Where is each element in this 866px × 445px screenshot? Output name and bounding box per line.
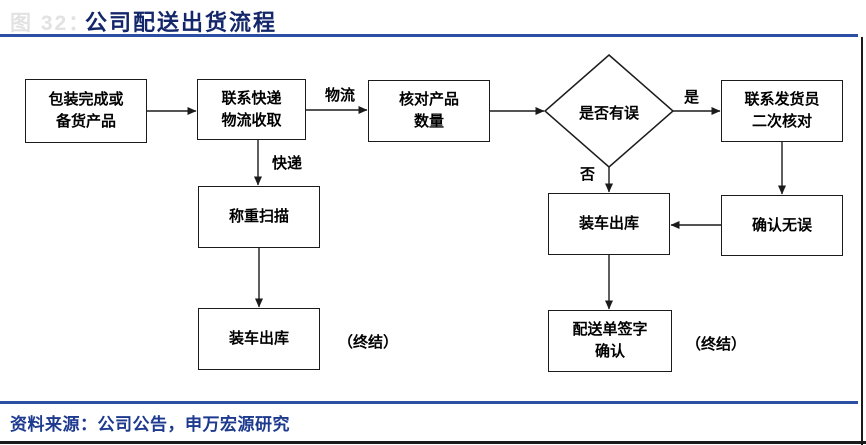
table-cell-border-right: [861, 37, 863, 445]
edge-label-yes: 是: [684, 89, 700, 106]
source-attribution: 资料来源：公司公告，申万宏源研究: [10, 415, 290, 434]
decision-diamond-shape: [543, 54, 675, 168]
edge-label-logistics: 物流: [325, 87, 356, 104]
node-contact-courier: 联系快递 物流收取: [197, 79, 306, 140]
node-load-truck-main: 装车出库: [548, 193, 670, 255]
figure-number-label: 图 32：: [10, 12, 92, 35]
node-confirm-correct: 确认无误: [721, 195, 843, 256]
node-contact-shipper: 联系发货员 二次核对: [721, 80, 843, 142]
page-title: 公司配送出货流程: [85, 10, 278, 35]
node-package-ready: 包装完成或 备货产品: [25, 79, 147, 143]
terminal-note-express: （终结）: [338, 334, 399, 351]
table-cell-border-bottom: [0, 441, 866, 444]
header-divider: [0, 34, 858, 37]
node-error-check-label: 是否有误: [578, 105, 639, 122]
edge-label-express: 快递: [272, 155, 303, 172]
node-delivery-note-sign: 配送单签字 确认: [548, 310, 672, 372]
edge-label-no: 否: [580, 166, 596, 183]
footer-divider: [0, 401, 858, 404]
node-weigh-scan: 称重扫描: [198, 186, 320, 248]
node-load-truck-express: 装车出库: [198, 308, 320, 370]
node-verify-quantity: 核对产品 数量: [368, 80, 490, 142]
terminal-note-main: （终结）: [686, 336, 747, 353]
